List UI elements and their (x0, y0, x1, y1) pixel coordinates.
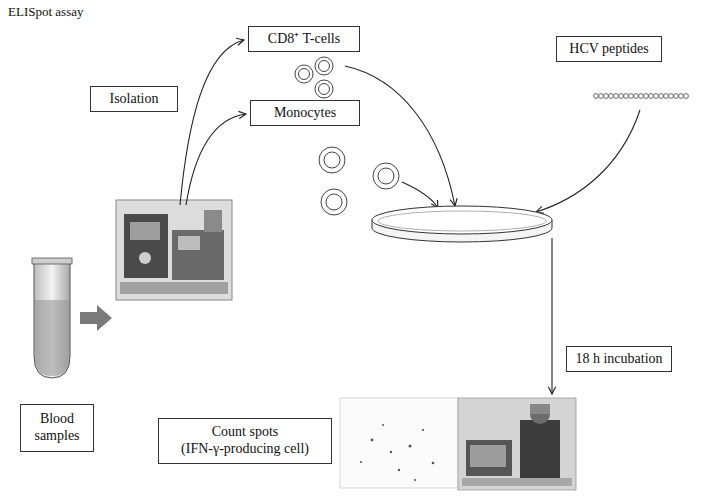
art-part (299, 69, 310, 80)
art-part (315, 80, 333, 98)
art-part (530, 404, 550, 414)
art-part (360, 461, 362, 463)
art-part (629, 94, 634, 99)
art-part (644, 94, 649, 99)
art-part (674, 94, 679, 99)
art-part (619, 94, 624, 99)
diagram-title: ELISpot assay (8, 4, 83, 20)
block-arrow (80, 305, 112, 331)
art-part (599, 94, 604, 99)
art-part (604, 94, 609, 99)
art-part (378, 168, 394, 184)
art-part (669, 94, 674, 99)
art-part (684, 94, 689, 99)
art-part (422, 429, 424, 431)
art-part (204, 210, 222, 232)
art-part (178, 236, 200, 250)
arrow-line (536, 110, 640, 212)
art-part (295, 65, 313, 83)
arrow-line (402, 182, 438, 208)
art-part (321, 189, 347, 215)
art-part (382, 424, 384, 426)
label-part: Count spots (212, 424, 279, 439)
art-part (116, 200, 232, 300)
art-part (609, 94, 614, 99)
peptide-chain (594, 94, 689, 99)
arrow-line (186, 114, 246, 205)
cell-box: Monocytes (250, 100, 360, 126)
cell-box: CD8⁺ T-cells (248, 26, 360, 52)
art-part (139, 252, 151, 264)
step-box: 18 h incubation (566, 346, 672, 372)
box-label: Blood samples (27, 411, 87, 445)
box-label: 18 h incubation (575, 351, 662, 368)
art-part (371, 439, 374, 442)
box-label: Count spots (IFN-γ-producing cell) (165, 424, 325, 458)
reagent-box: HCV peptides (556, 36, 662, 62)
blood-tube (32, 258, 72, 378)
result-box: Count spots (IFN-γ-producing cell) (158, 418, 332, 464)
art-part (360, 424, 434, 481)
art-part (458, 398, 576, 490)
culture-dish (372, 206, 552, 242)
t-cell-icons (295, 57, 333, 98)
arrow-line (180, 40, 244, 205)
label-part: (IFN-γ-producing cell) (181, 441, 309, 456)
art-part (372, 206, 552, 234)
arrow-line (551, 238, 552, 394)
art-part (470, 445, 506, 467)
art-part (414, 479, 416, 481)
box-label: Isolation (110, 91, 159, 108)
reader-photo (458, 398, 576, 490)
art-part (530, 404, 550, 424)
step-box: Isolation (90, 86, 178, 112)
art-part (390, 451, 392, 453)
art-part (34, 262, 70, 378)
art-part (120, 282, 228, 294)
art-part (432, 462, 435, 465)
art-part (664, 94, 669, 99)
art-part (378, 211, 546, 231)
art-part (462, 478, 572, 486)
art-part (35, 300, 69, 376)
art-part (659, 94, 664, 99)
art-part (398, 469, 400, 471)
monocyte-icons (319, 147, 399, 215)
instrument-photo (116, 200, 232, 300)
art-part (639, 94, 644, 99)
art-part (32, 258, 72, 264)
spot-well-image (340, 398, 458, 488)
art-part (649, 94, 654, 99)
sample-box: Blood samples (20, 404, 94, 452)
box-label: CD8⁺ T-cells (268, 31, 340, 48)
art-part (373, 163, 399, 189)
art-part (679, 94, 684, 99)
art-part (172, 230, 224, 280)
art-part (594, 94, 599, 99)
art-part (409, 445, 412, 448)
art-part (520, 420, 560, 478)
art-part (315, 57, 333, 75)
art-part (466, 440, 512, 476)
art-part (124, 214, 168, 278)
art-part (340, 398, 458, 488)
box-label: Monocytes (274, 105, 336, 122)
art-part (130, 222, 160, 240)
art-part (319, 147, 345, 173)
art-part (326, 194, 342, 210)
art-part (654, 94, 659, 99)
art-part (319, 84, 330, 95)
art-part (634, 94, 639, 99)
box-label: HCV peptides (569, 41, 648, 58)
art-part (624, 94, 629, 99)
art-part (319, 61, 330, 72)
art-part (324, 152, 340, 168)
arrow-line (345, 66, 455, 206)
art-part (614, 94, 619, 99)
